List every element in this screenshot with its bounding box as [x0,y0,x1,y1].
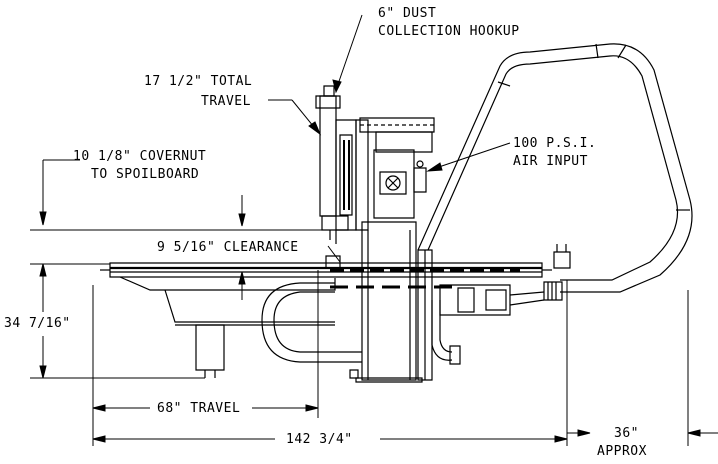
z-travel-label-line2: TRAVEL [201,94,251,109]
spindle-head [316,86,434,244]
machine-table [100,263,552,325]
x-travel-label: 68" TRAVEL [157,401,241,416]
dust-collection-hose [418,44,692,300]
overall-length-label: 142 3/4" [286,432,353,447]
vacuum-motor-and-pipes [262,244,570,364]
air-input-label-line2: AIR INPUT [513,154,588,169]
dimension-lines [30,15,718,446]
air-input-label-line1: 100 P.S.I. [513,136,597,151]
dust-hookup-label-line1: 6" DUST [378,6,437,21]
height-label: 34 7/16" [4,316,71,331]
clearance-label: 9 5/16" CLEARANCE [157,240,299,255]
dust-hookup-label-line2: COLLECTION HOOKUP [378,24,520,39]
covernut-label-line1: 10 1/8" COVERNUT [73,149,207,164]
approx-label-line1: 36" [614,426,639,441]
covernut-label-line2: TO SPOILBOARD [91,167,200,182]
z-travel-label-line1: 17 1/2" TOTAL [144,74,253,89]
approx-label-line2: APPROX [597,444,647,459]
